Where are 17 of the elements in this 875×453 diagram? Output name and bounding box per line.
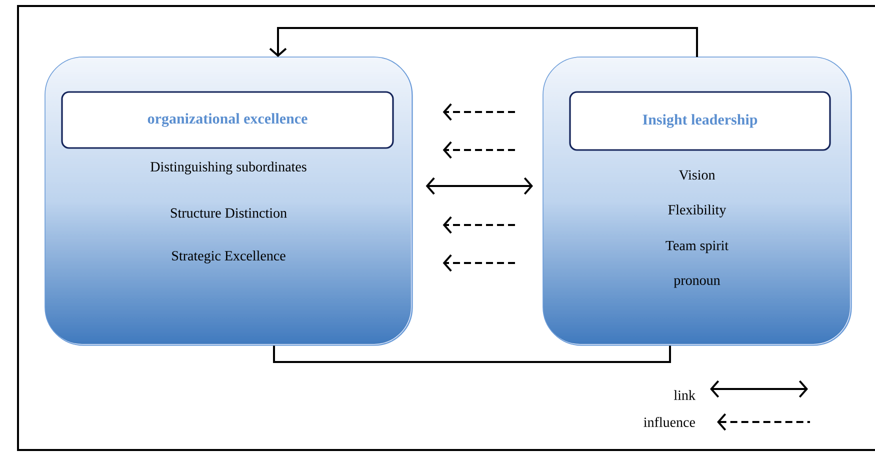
legend-entry: link bbox=[674, 380, 808, 400]
legend-entry: influence bbox=[644, 413, 810, 431]
heading-box: Insight leadership bbox=[569, 91, 831, 151]
body-text: Structure Distinction bbox=[170, 208, 287, 218]
arrow bbox=[442, 141, 515, 159]
body-text: Distinguishing subordinates bbox=[150, 162, 306, 174]
arrow bbox=[269, 27, 698, 57]
body-text: Flexibility bbox=[668, 204, 726, 218]
arrow bbox=[442, 103, 515, 121]
heading-box: organizational excellence bbox=[61, 91, 394, 149]
arrow bbox=[426, 177, 533, 195]
body-text: Vision bbox=[678, 170, 716, 180]
arrow bbox=[442, 216, 515, 234]
body-text: pronoun bbox=[674, 278, 720, 288]
body-text: Strategic Excellence bbox=[172, 250, 286, 264]
body-text: Team spirit bbox=[666, 240, 729, 254]
arrow bbox=[442, 254, 515, 272]
